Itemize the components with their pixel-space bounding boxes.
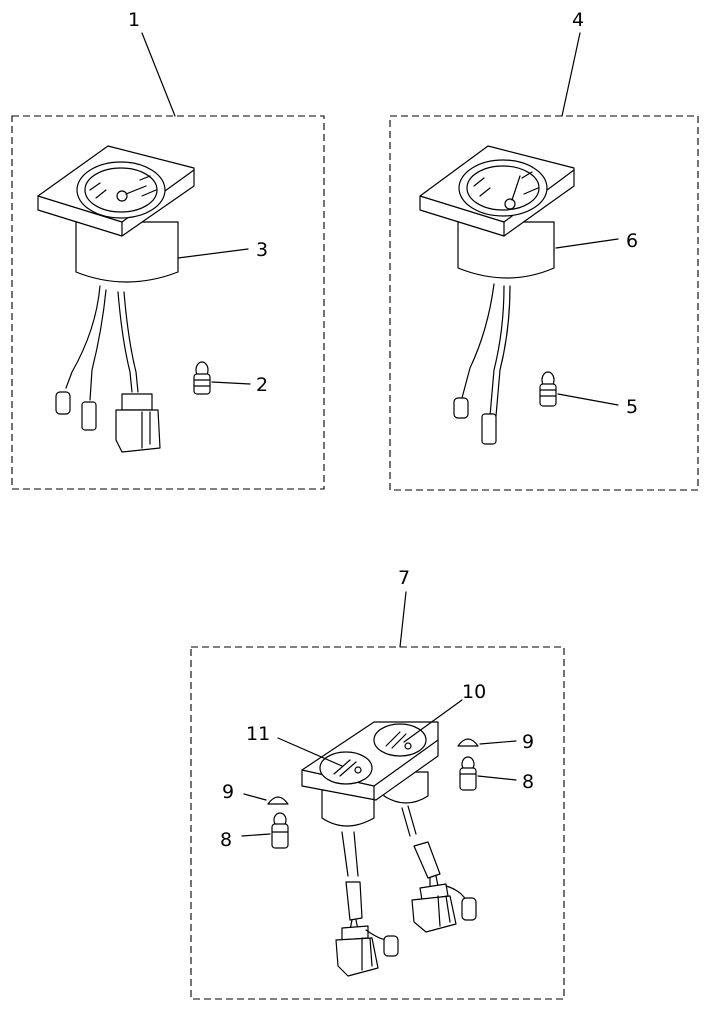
indicator-assembly-7: 7 11 10 <box>190 567 565 1000</box>
callout-2-label: 2 <box>256 374 268 396</box>
callout-5-label: 5 <box>626 396 638 418</box>
callout-3-leader <box>177 248 249 259</box>
gauge-assembly-4: 4 6 5 <box>389 9 699 491</box>
gauge-6 <box>419 145 619 445</box>
callout-5-leader <box>557 393 619 406</box>
callout-7-label: 7 <box>398 567 410 589</box>
callout-4-label: 4 <box>572 9 584 31</box>
indicator-10 <box>373 723 427 757</box>
callout-10-leader <box>403 699 463 743</box>
callout-9-right-label: 9 <box>522 731 534 753</box>
callout-1-label: 1 <box>128 9 140 31</box>
callout-10-label: 10 <box>462 681 486 703</box>
group-1-boundary <box>11 115 325 490</box>
bulb-8-right <box>459 756 517 791</box>
callout-8-left-label: 8 <box>220 829 232 851</box>
cable-connector-left <box>335 831 399 977</box>
callout-11-leader <box>277 737 343 767</box>
bulb-8-left <box>241 812 289 849</box>
callout-1-leader <box>141 32 176 117</box>
callout-6-leader <box>555 238 619 249</box>
callout-6-label: 6 <box>626 230 638 252</box>
group-7-boundary <box>190 646 565 1000</box>
cap-9-right <box>457 738 517 747</box>
cable-connector-right <box>401 805 477 933</box>
callout-7-leader <box>399 591 407 648</box>
callout-8-right-label: 8 <box>522 771 534 793</box>
callout-3-label: 3 <box>256 239 268 261</box>
bulb-2 <box>193 361 251 395</box>
bulb-5 <box>539 371 619 407</box>
callout-11-label: 11 <box>246 723 270 745</box>
cap-9-left <box>243 793 289 805</box>
callout-2-leader <box>211 381 251 385</box>
callout-4-leader <box>561 32 581 117</box>
group-4-boundary <box>389 115 699 491</box>
callout-9-left-label: 9 <box>222 781 234 803</box>
indicator-11 <box>319 751 373 785</box>
gauge-assembly-1: 1 3 <box>11 9 325 490</box>
gauge-3 <box>37 145 249 453</box>
